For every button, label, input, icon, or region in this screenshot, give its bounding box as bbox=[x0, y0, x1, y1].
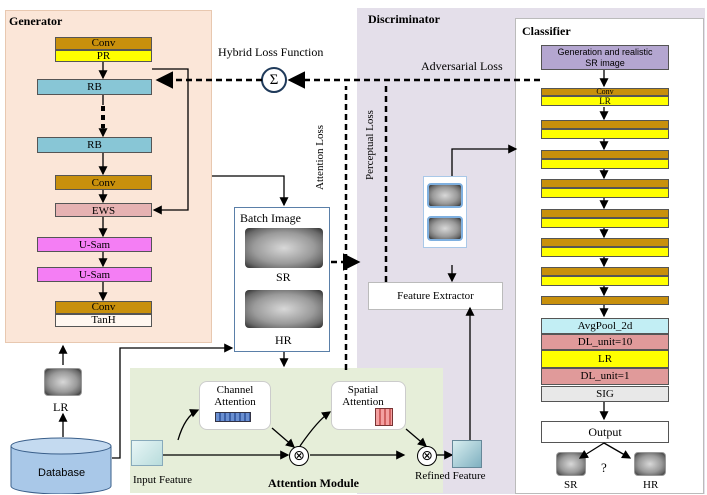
batch-image-label: Batch Image bbox=[240, 211, 301, 225]
lr-image bbox=[44, 368, 82, 396]
input-feature-cube bbox=[131, 440, 163, 466]
channel-attention-label: Channel Attention bbox=[214, 384, 256, 408]
gen-pr: PR bbox=[55, 50, 152, 62]
batch-sr-label: SR bbox=[276, 270, 291, 284]
cls-question: ? bbox=[601, 460, 607, 475]
cls-output: Output bbox=[541, 421, 669, 443]
multiply-node-1: ⊗ bbox=[289, 446, 309, 466]
cls-lr-layer bbox=[541, 188, 669, 198]
input-feature-label: Input Feature bbox=[133, 474, 192, 486]
gen-tanh: TanH bbox=[55, 314, 152, 327]
cls-lr-2: LR bbox=[541, 350, 669, 368]
gen-usam-1: U-Sam bbox=[37, 237, 152, 252]
sum-node: Σ bbox=[261, 67, 287, 93]
hybrid-loss-label: Hybrid Loss Function bbox=[218, 45, 324, 59]
database-label: Database bbox=[38, 467, 86, 479]
adversarial-loss-label: Adversarial Loss bbox=[421, 59, 503, 73]
cls-conv-layer bbox=[541, 209, 669, 218]
cls-conv-layer bbox=[541, 296, 669, 305]
channel-attention-icon bbox=[215, 412, 251, 422]
classifier-title: Classifier bbox=[522, 24, 571, 38]
cls-conv: Conv bbox=[541, 88, 669, 96]
cls-avgpool: AvgPool_2d bbox=[541, 318, 669, 334]
cls-conv-layer bbox=[541, 238, 669, 247]
gen-rb-1: RB bbox=[37, 79, 152, 95]
cls-input: Generation and realistic SR image bbox=[541, 45, 669, 70]
cls-conv-layer bbox=[541, 267, 669, 276]
cls-lr-layer bbox=[541, 247, 669, 257]
refined-feature-cube bbox=[452, 440, 482, 468]
feature-image-1 bbox=[427, 183, 463, 208]
generator-title: Generator bbox=[9, 14, 63, 28]
cls-sr-image bbox=[556, 452, 586, 476]
multiply-node-2: ⊗ bbox=[417, 446, 437, 466]
cls-lr-layer bbox=[541, 129, 669, 139]
cls-hr-image bbox=[634, 452, 666, 476]
cls-sig: SIG bbox=[541, 386, 669, 402]
discriminator-title: Discriminator bbox=[368, 12, 440, 26]
refined-feature-label: Refined Feature bbox=[415, 470, 486, 482]
spatial-attention-icon bbox=[375, 408, 393, 426]
cls-conv-layer bbox=[541, 150, 669, 159]
spatial-attention-label: Spatial Attention bbox=[342, 384, 384, 408]
cls-conv-layer bbox=[541, 179, 669, 188]
batch-hr-image bbox=[245, 290, 323, 328]
feature-extractor: Feature Extractor bbox=[368, 282, 503, 310]
feature-image-2 bbox=[427, 216, 463, 241]
cls-dl10: DL_unit=10 bbox=[541, 334, 669, 350]
gen-ews: EWS bbox=[55, 203, 152, 217]
gen-conv-1: Conv bbox=[55, 37, 152, 50]
cls-dl1: DL_unit=1 bbox=[541, 368, 669, 385]
cls-conv-layer bbox=[541, 120, 669, 129]
gen-usam-2: U-Sam bbox=[37, 267, 152, 282]
lr-label: LR bbox=[53, 400, 69, 414]
spatial-attention-box bbox=[331, 381, 406, 430]
cls-lr-layer bbox=[541, 159, 669, 169]
attention-module-title: Attention Module bbox=[268, 476, 359, 490]
database-icon bbox=[10, 437, 112, 494]
cls-lr: LR bbox=[541, 96, 669, 106]
cls-lr-layer bbox=[541, 276, 669, 286]
gen-conv-3: Conv bbox=[55, 301, 152, 314]
gen-conv-2: Conv bbox=[55, 175, 152, 190]
cls-lr-layer bbox=[541, 218, 669, 228]
batch-sr-image bbox=[245, 228, 323, 268]
batch-hr-label: HR bbox=[275, 333, 292, 347]
cls-sr-label: SR bbox=[564, 479, 578, 491]
gen-rb-2: RB bbox=[37, 137, 152, 153]
cls-hr-label: HR bbox=[643, 479, 659, 491]
